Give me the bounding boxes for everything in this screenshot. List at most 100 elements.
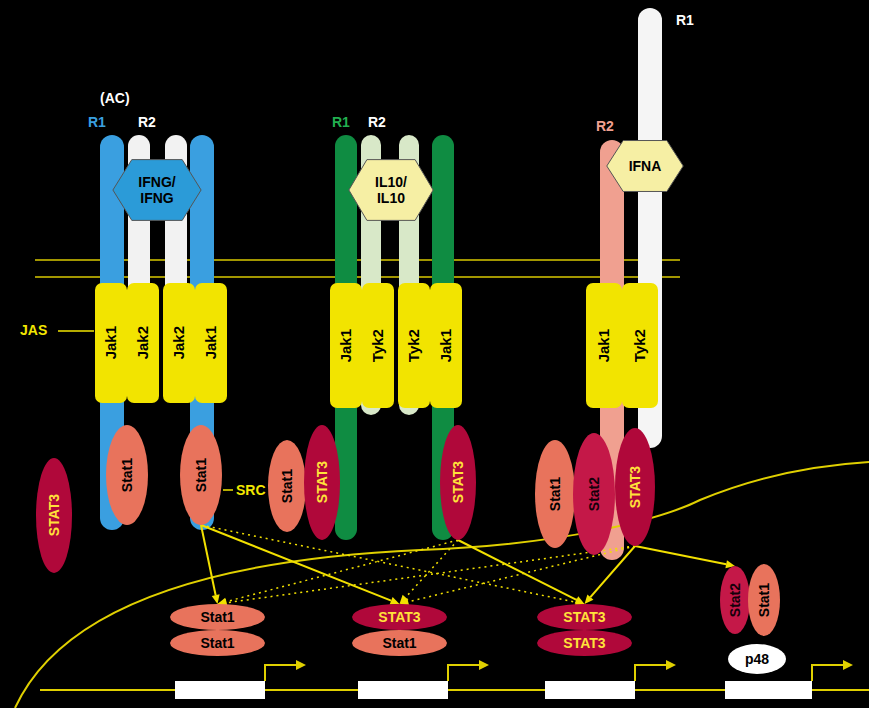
stat-oval: Stat1 (352, 630, 447, 656)
arrow-line (458, 540, 576, 600)
ligand-hexagon: IL10/ IL10 (348, 159, 434, 221)
node-text: Stat2 (727, 583, 743, 617)
ligand-hexagon: IFNA (606, 140, 684, 192)
node-text: STAT3 (563, 635, 605, 651)
transcription-arrow (635, 665, 667, 681)
arrowhead (575, 596, 585, 604)
node-text: STAT3 (314, 461, 330, 503)
node-text: Jak2 (134, 326, 151, 359)
stat-oval: Stat1 (170, 630, 265, 656)
stat-oval: STAT3 (537, 630, 632, 656)
signal-arrow (201, 525, 585, 606)
arrowhead (585, 595, 594, 604)
node-text: STAT3 (450, 461, 466, 503)
node-text: Stat1 (200, 635, 234, 651)
node-text: Tyk2 (369, 329, 386, 362)
kinase-box: Tyk2 (398, 283, 430, 408)
arrow-line (406, 540, 458, 597)
stat-oval: STAT3 (615, 428, 655, 546)
transcription-arrow (265, 665, 297, 681)
transcription-arrow (448, 665, 480, 681)
part-label: R2 (596, 118, 614, 135)
node-text: Stat1 (382, 635, 416, 651)
node-text: Stat1 (200, 609, 234, 625)
stat-oval: STAT3 (304, 425, 340, 540)
signal-arrow (218, 540, 459, 606)
part-label: R2 (138, 114, 156, 131)
stat-oval: STAT3 (36, 458, 72, 573)
stat-oval: STAT3 (352, 604, 447, 630)
transcription-arrow (812, 665, 844, 681)
signal-arrow (218, 546, 636, 607)
part-label: R2 (368, 114, 386, 131)
arrow-line (226, 540, 458, 602)
arrow-line (226, 546, 635, 603)
hexagon-shape (607, 141, 683, 192)
stat-oval: Stat1 (170, 604, 265, 630)
arrowhead (212, 594, 220, 604)
kinase-box: Jak1 (195, 283, 227, 403)
transcription-arrowhead (666, 660, 676, 670)
stat-oval: Stat1 (535, 440, 575, 548)
p48-oval: p48 (728, 644, 786, 674)
part-label: R1 (676, 12, 694, 29)
node-text: IFNG/ IFNG (129, 174, 185, 206)
gene-box (358, 681, 448, 699)
gene-box (175, 681, 265, 699)
kinase-box: Jak2 (127, 283, 159, 403)
arrow-line (201, 525, 576, 602)
stat-oval: Stat1 (748, 564, 780, 636)
hexagon-shape (113, 160, 201, 221)
node-text: STAT3 (563, 609, 605, 625)
part-label: R1 (88, 114, 106, 131)
transcription-arrowhead (843, 660, 853, 670)
node-text: Stat1 (547, 477, 563, 511)
node-text: Jak1 (202, 326, 219, 359)
node-text: Jak1 (437, 329, 454, 362)
kinase-box: Jak1 (430, 283, 462, 408)
kinase-box: Jak2 (163, 283, 195, 403)
arrow-line (635, 546, 726, 564)
stat-oval: Stat2 (573, 433, 615, 555)
node-text: STAT3 (378, 609, 420, 625)
part-label: (AC) (100, 90, 130, 107)
node-text: Jak1 (595, 329, 612, 362)
part-label: JAS (20, 322, 47, 339)
node-text: Stat1 (119, 458, 135, 492)
node-text: Jak1 (337, 329, 354, 362)
transcription-arrowhead (296, 660, 306, 670)
ligand-hexagon: IFNG/ IFNG (112, 159, 202, 221)
leader-line (223, 489, 233, 491)
node-text: IFNA (629, 158, 662, 174)
kinase-box: Jak1 (330, 283, 362, 408)
node-text: IL10/ IL10 (365, 174, 418, 206)
node-text: Stat1 (279, 469, 295, 503)
node-text: Jak2 (170, 326, 187, 359)
node-text: Stat1 (756, 583, 772, 617)
arrow-line (201, 525, 391, 601)
node-text: p48 (745, 651, 769, 667)
part-label: SRC (236, 482, 266, 499)
node-text: Stat2 (586, 477, 602, 511)
gene-box (725, 681, 812, 699)
signal-arrow (201, 525, 220, 604)
arrow-line (201, 525, 216, 595)
stat-oval: STAT3 (537, 604, 632, 630)
part-label: R1 (332, 114, 350, 131)
signal-arrow (458, 540, 585, 604)
kinase-box: Tyk2 (362, 283, 394, 408)
stat-oval: STAT3 (440, 425, 476, 540)
kinase-box: Jak1 (95, 283, 127, 403)
node-text: Tyk2 (631, 329, 648, 362)
node-text: Tyk2 (405, 329, 422, 362)
signal-arrow (635, 546, 735, 568)
arrow-line (408, 546, 635, 602)
stat-oval: Stat2 (720, 566, 750, 634)
stat-oval: Stat1 (268, 440, 306, 532)
transcription-arrowhead (479, 660, 489, 670)
stat-oval: Stat1 (106, 425, 148, 525)
hexagon-shape (349, 160, 433, 221)
node-text: Stat1 (193, 458, 209, 492)
kinase-box: Jak1 (586, 283, 622, 408)
gene-box (545, 681, 635, 699)
